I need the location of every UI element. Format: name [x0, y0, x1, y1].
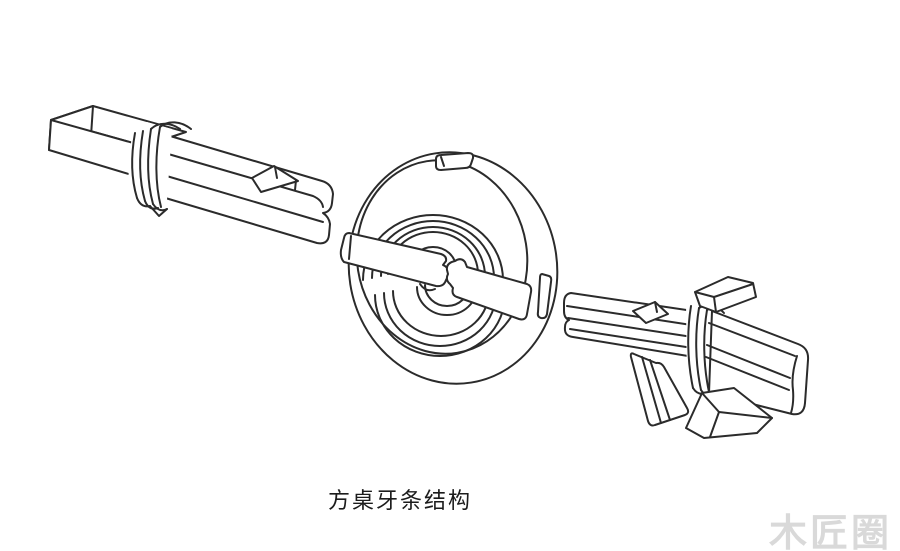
- left-collar-top-arc-2: [159, 121, 192, 130]
- leg-lower-ring-1: [374, 294, 506, 357]
- leg-right-rim-slot: [536, 273, 553, 320]
- left-tenon-silhouette: [159, 132, 334, 245]
- right-tenon-notch: [632, 301, 669, 324]
- round-leg-top-with-cross-mortise: [339, 151, 559, 385]
- leg-left-mortise-wall: [348, 235, 352, 260]
- left-tenon-notch-depth-1: [274, 166, 278, 179]
- right-tenon-silhouette: [563, 292, 701, 359]
- right-collar-ring-line-2: [695, 307, 702, 391]
- watermark-text: 木匠圈: [768, 511, 892, 551]
- left-tenon-molding-line: [152, 171, 324, 223]
- wedge-block-bottom: [685, 387, 773, 439]
- spline-plate-edge-1: [641, 356, 662, 424]
- wedge-bottom-ridge-2: [718, 411, 773, 419]
- right-rail-end-profile: [790, 355, 798, 414]
- left-tenon-notch-depth-2: [294, 179, 297, 191]
- right-apron-rail-with-tenon: [563, 292, 810, 416]
- left-collar-ring-line-3: [147, 128, 154, 205]
- leg-center-knob: [419, 283, 436, 292]
- wedge-top-ridge-3: [713, 296, 717, 313]
- leg-inner-rim: [355, 159, 529, 355]
- leg-right-mortise-channel: [445, 258, 533, 321]
- left-collar-bottom-tip: [149, 205, 168, 217]
- right-rail-molding-2: [705, 356, 790, 391]
- right-tenon-top-edge: [566, 305, 699, 327]
- left-tenon-top-edge: [150, 148, 324, 208]
- leg-lower-ring-3: [392, 290, 490, 337]
- wedge-bottom-ridge-3: [709, 411, 720, 438]
- left-apron-rail-with-tenon: [48, 105, 334, 245]
- wedge-bottom-ridge-1: [701, 392, 720, 413]
- diagram-caption: 方桌牙条结构: [327, 489, 473, 514]
- spline-plate-edge-2: [649, 359, 671, 421]
- left-collar-ring-line-2: [139, 130, 146, 202]
- right-tenon-molding-1: [567, 317, 700, 339]
- left-collar-mask: [127, 122, 172, 214]
- wedge-top-ridge-2: [713, 283, 754, 298]
- right-rail-top-edge: [708, 322, 796, 357]
- right-collar-ring-line-3: [703, 309, 710, 393]
- wedge-top-silhouette: [694, 276, 757, 313]
- wedge-top-ridge-1: [694, 291, 715, 298]
- left-collar-ring-line-4: [155, 126, 162, 208]
- spline-plate: [629, 352, 690, 427]
- left-tenon-notch: [251, 165, 299, 193]
- right-tenon-molding-2: [569, 328, 700, 350]
- right-rail-molding-1: [706, 344, 791, 379]
- leg-lower-ring-2: [383, 292, 497, 347]
- leg-top-rim-slot-depth: [440, 156, 445, 167]
- left-collar-ring-line-1: [131, 132, 138, 199]
- leg-top-rim-slot: [435, 152, 475, 171]
- right-collar-ring-line-1: [687, 305, 694, 389]
- wedge-block-top: [694, 276, 757, 313]
- leg-left-mortise-channel: [339, 232, 451, 288]
- right-tenon-notch-depth: [654, 301, 658, 313]
